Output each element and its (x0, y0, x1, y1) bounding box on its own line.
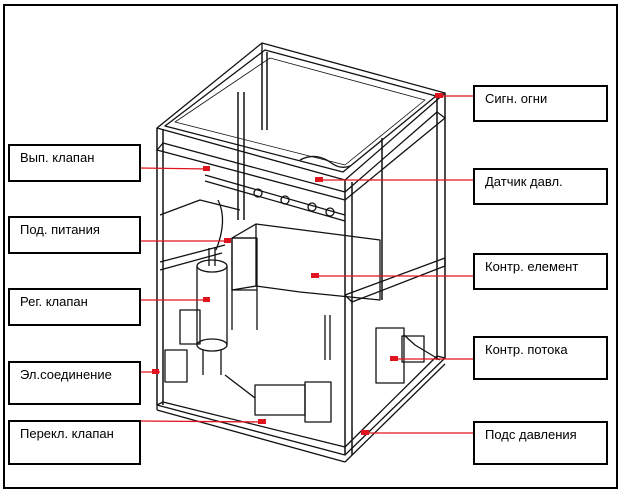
label-text: Перекл. клапан (20, 426, 114, 441)
leader-lines (139, 95, 473, 434)
label-text: Датчик давл. (485, 174, 563, 189)
label-vyp-klapan: Вып. клапан (8, 144, 141, 182)
electrical-box (164, 309, 201, 383)
label-perekl-klapan: Перекл. клапан (8, 420, 141, 465)
label-text: Под. питания (20, 222, 100, 237)
bottom-frame (156, 355, 446, 463)
label-el-soedinenie: Эл.соединение (8, 361, 141, 405)
label-pods-davleniya: Подс давления (473, 421, 608, 465)
label-text: Сигн. огни (485, 91, 548, 106)
label-text: Контр. елемент (485, 259, 579, 274)
leader-vyp-klapan (139, 167, 211, 170)
pressure-sensor-manifold (204, 155, 351, 360)
control-element-block (231, 223, 381, 330)
label-kontr-element: Контр. елемент (473, 253, 608, 290)
label-kontr-potoka: Контр. потока (473, 336, 608, 380)
label-text: Рег. клапан (20, 294, 88, 309)
bottom-valve (224, 374, 332, 423)
label-text: Контр. потока (485, 342, 568, 357)
label-text: Подс давления (485, 427, 577, 442)
flow-controller (375, 327, 441, 384)
middle-rails (156, 111, 446, 303)
regulator-valve (196, 248, 228, 375)
label-reg-klapan: Рег. клапан (8, 288, 141, 326)
label-text: Вып. клапан (20, 150, 95, 165)
leader-arrowheads (152, 93, 443, 435)
label-datchik-davl: Датчик давл. (473, 168, 608, 205)
frame-posts (156, 50, 446, 455)
label-sign-ogni: Сигн. огни (473, 85, 608, 122)
diagram-border (3, 4, 618, 489)
leader-perekl-klapan (139, 420, 266, 423)
label-pod-pitaniya: Под. питания (8, 216, 141, 254)
label-text: Эл.соединение (20, 367, 112, 382)
